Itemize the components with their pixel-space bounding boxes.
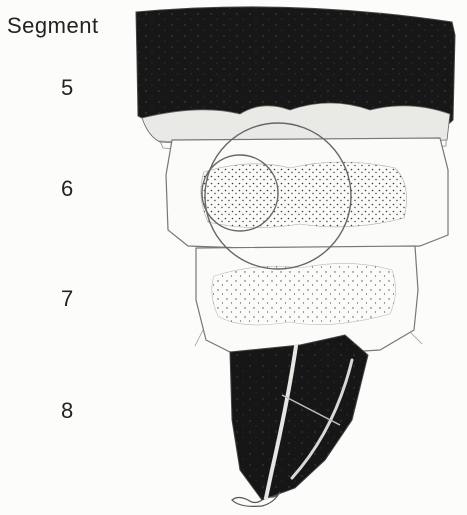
segment-6-tergite <box>166 138 448 250</box>
segment-5-tergite <box>136 7 455 153</box>
segment-8-sclerite <box>230 335 368 506</box>
